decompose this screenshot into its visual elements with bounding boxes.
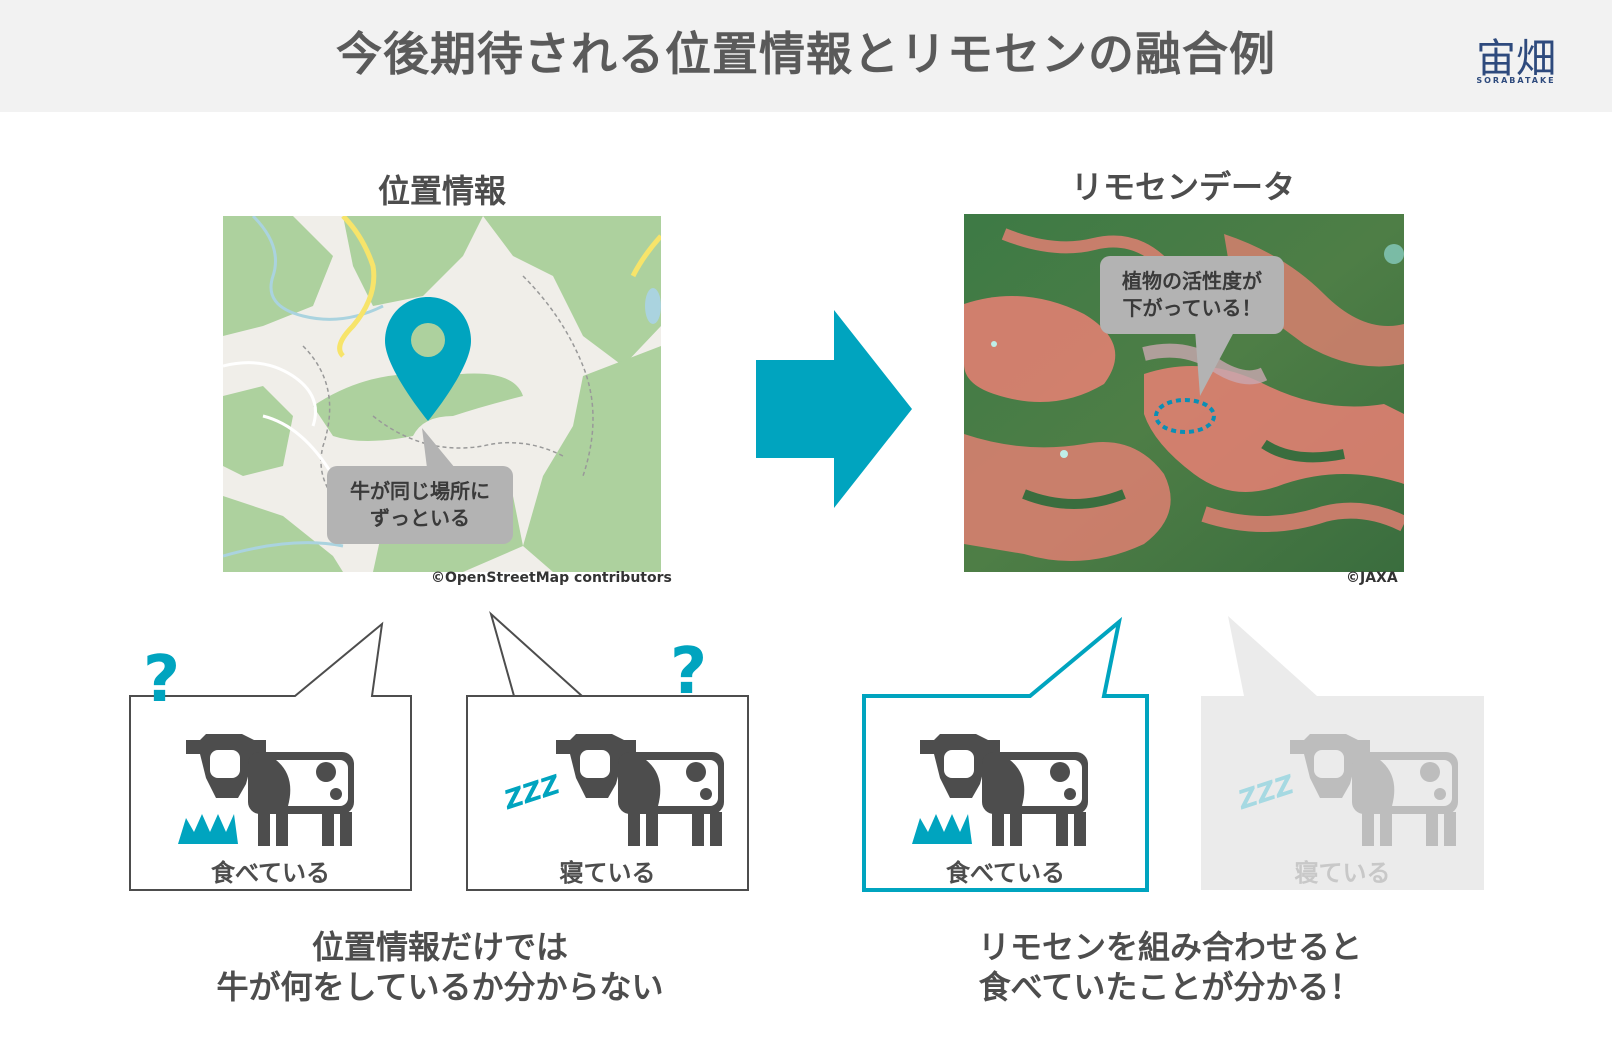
page-title: 今後期待される位置情報とリモセンの融合例	[336, 27, 1276, 81]
satellite-bubble-line-1: 植物の活性度が	[1122, 269, 1262, 293]
logo-subtitle: SORABATAKE	[1476, 76, 1556, 85]
map-speech-bubble: 牛が同じ場所に ずっといる	[327, 466, 513, 544]
map-credit: ©OpenStreetMap contributors	[431, 570, 672, 586]
right-arrow-icon	[756, 310, 912, 508]
satellite-credit: ©JAXA	[1346, 570, 1398, 586]
map-bubble-line-1: 牛が同じ場所に	[350, 479, 490, 503]
left-caption: 位置情報だけでは 牛が何をしているか分からない	[150, 927, 730, 1007]
right-caption-line-2: 食べていたことが分かる！	[978, 968, 1362, 1006]
cow-eating-icon	[178, 734, 354, 846]
left-caption-line-1: 位置情報だけでは	[311, 928, 568, 966]
map-bubble-tail	[422, 428, 455, 468]
card-3-label: 食べている	[945, 859, 1066, 887]
question-mark-icon: ?	[670, 635, 708, 709]
satellite-bubble-line-2: 下がっている！	[1122, 296, 1262, 320]
remote-sensing-label: リモセンデータ	[1070, 168, 1295, 206]
satellite-speech-bubble: 植物の活性度が 下がっている！	[1100, 256, 1284, 334]
cow-eating-icon	[912, 734, 1088, 846]
card-1-label: 食べている	[210, 859, 331, 887]
target-area-marker	[1154, 398, 1216, 434]
location-info-label: 位置情報	[377, 172, 506, 210]
right-caption: リモセンを組み合わせると 食べていたことが分かる！	[880, 927, 1460, 1007]
card-2-label: 寝ている	[559, 859, 656, 887]
header-bar	[0, 0, 1612, 112]
cow-sleeping-faded-icon	[1290, 734, 1458, 846]
map-bubble-line-2: ずっといる	[370, 506, 470, 530]
satellite-bubble-tail	[1195, 330, 1235, 396]
card-4-label: 寝ている	[1294, 859, 1391, 887]
location-pin-icon	[385, 297, 471, 421]
question-mark-icon: ?	[143, 643, 181, 717]
cow-sleeping-icon	[556, 734, 724, 846]
right-caption-line-1: リモセンを組み合わせると	[977, 928, 1362, 966]
left-caption-line-2: 牛が何をしているか分からない	[216, 968, 664, 1006]
logo-mark: 宙畑	[1476, 36, 1556, 82]
sorabatake-logo: 宙畑 SORABATAKE	[1456, 26, 1576, 94]
